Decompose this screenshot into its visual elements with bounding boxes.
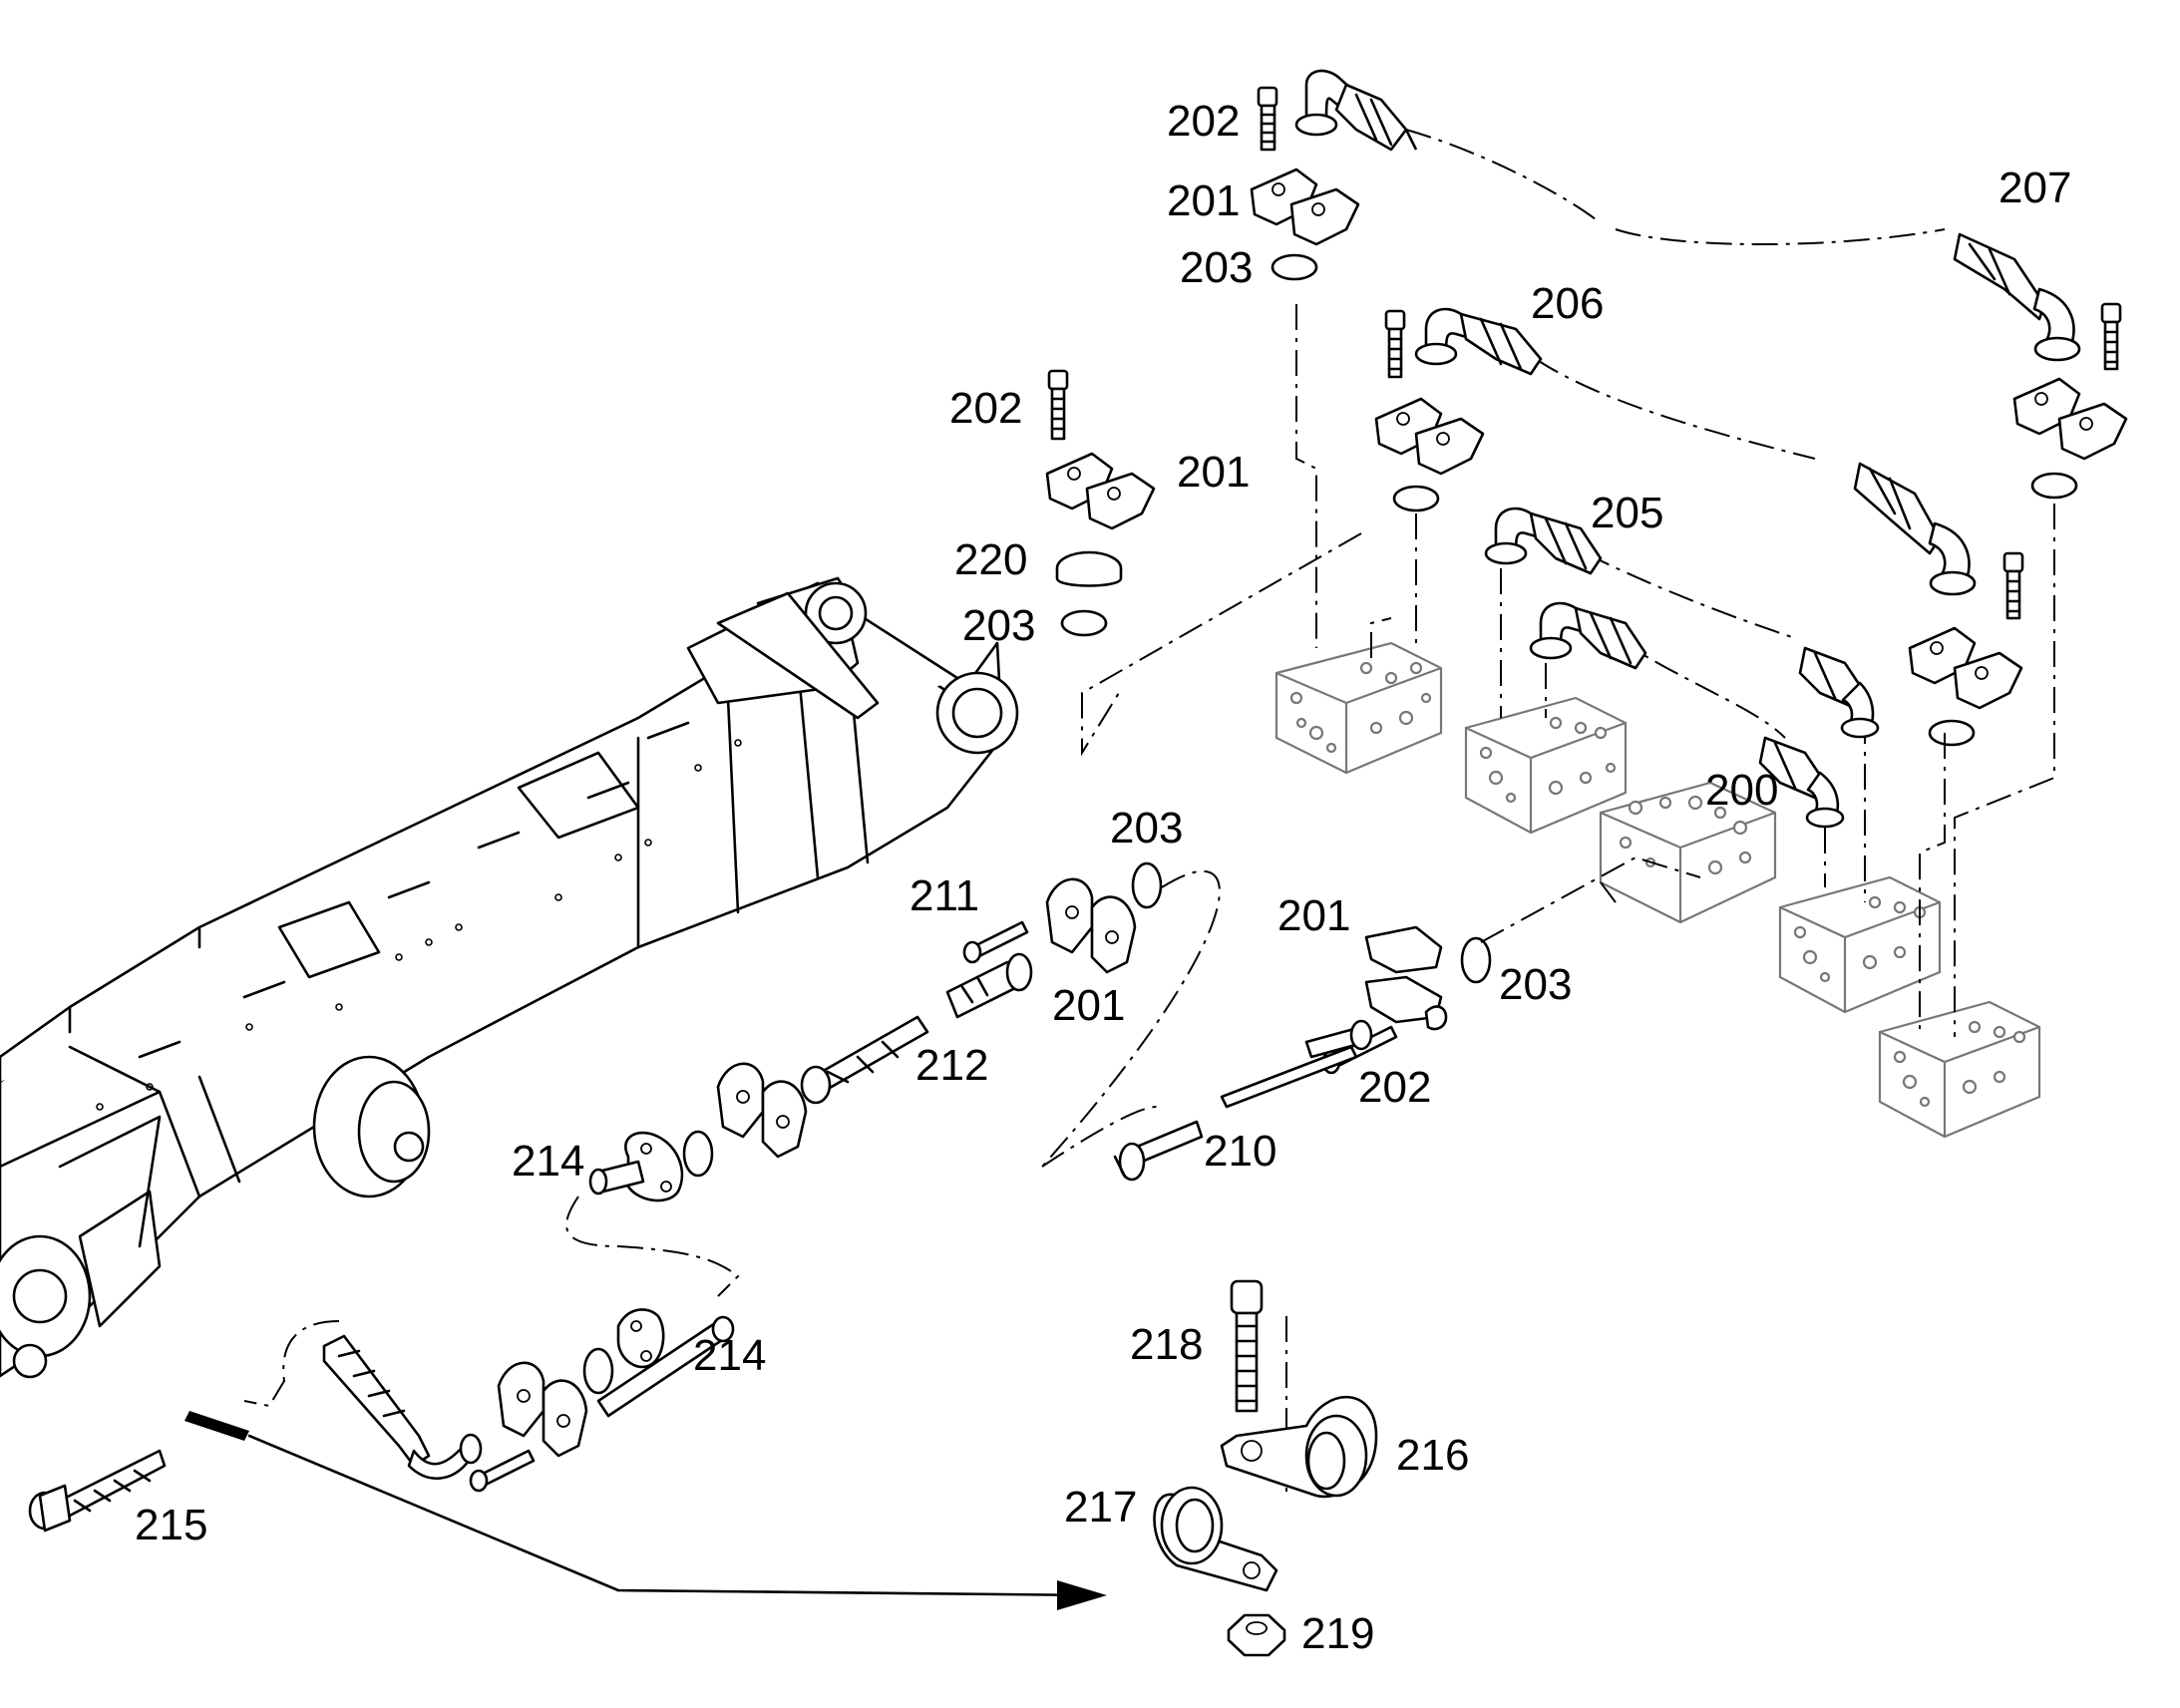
valve-block-4 [1778, 875, 1942, 1014]
oring-207-right [2030, 472, 2078, 500]
label-202-left: 202 [949, 384, 1023, 433]
clamp-216 [1220, 1395, 1378, 1499]
valve-block-2 [1464, 696, 1628, 835]
oring-lower-mid [682, 1130, 714, 1178]
section-mark [184, 1411, 1107, 1610]
bolt-211 [962, 920, 1029, 964]
label-201-top: 201 [1167, 176, 1241, 225]
label-203-top: 203 [1180, 243, 1254, 292]
valve-block-1 [1274, 641, 1443, 775]
valve-block-5 [1878, 1000, 2041, 1139]
clamp-201-mid [1045, 877, 1137, 974]
clamp-201-left [1045, 452, 1156, 530]
label-203-left: 203 [962, 601, 1036, 650]
label-201-mid: 201 [1052, 981, 1126, 1030]
label-201-mid-right: 201 [1277, 891, 1351, 940]
oring-mid-right [1928, 719, 1976, 747]
clamp-lower-mid [716, 1062, 808, 1159]
bolt-207-right [2100, 302, 2122, 371]
label-216: 216 [1396, 1431, 1470, 1480]
label-200: 200 [1705, 766, 1779, 815]
label-214-upper: 214 [512, 1137, 585, 1186]
oring-203-left [1060, 609, 1108, 637]
boom-arm [0, 576, 1019, 1379]
hose-205 [1484, 507, 1880, 739]
hose-215 [28, 1449, 167, 1533]
label-214-lower: 214 [693, 1331, 767, 1380]
label-206: 206 [1531, 279, 1605, 328]
clamp-206 [1374, 397, 1485, 476]
bolt-202-left [1047, 369, 1069, 441]
bolt-206 [1384, 309, 1406, 379]
clamp-mid-right [1908, 626, 2023, 710]
hose-205b [1529, 601, 1647, 670]
bolt-218 [1230, 1279, 1264, 1413]
bolt-mid-right [2002, 551, 2024, 620]
hose-214-lower [596, 1315, 735, 1418]
label-203-right: 203 [1499, 960, 1573, 1009]
bolt-214-lower [469, 1449, 536, 1493]
oring-206 [1392, 485, 1440, 512]
oring-203-mid [1131, 861, 1163, 909]
clamp-217 [1153, 1486, 1278, 1592]
label-217: 217 [1064, 1483, 1138, 1532]
label-205: 205 [1591, 489, 1664, 537]
flange-214-lower [616, 1308, 665, 1369]
plug-220 [1055, 550, 1123, 587]
label-207: 207 [1998, 164, 2072, 212]
label-202-right: 202 [1358, 1063, 1432, 1112]
valve-block-3 [1599, 781, 1777, 924]
clamp-214-lower [497, 1361, 588, 1458]
nut-219 [1227, 1613, 1286, 1657]
clamp-207-right [2012, 377, 2128, 461]
bolt-202-top [1257, 86, 1278, 152]
label-201-left: 201 [1177, 448, 1251, 497]
oring-203-top [1271, 253, 1318, 281]
label-202-top: 202 [1167, 97, 1241, 146]
flange-214-upper [588, 1131, 684, 1202]
hose-200 [1758, 736, 1845, 829]
hose-206 [1414, 307, 1543, 376]
label-218: 218 [1130, 1320, 1204, 1369]
tube-210 [1113, 1019, 1373, 1182]
hose-215-upper [322, 1334, 483, 1481]
label-215: 215 [135, 1501, 208, 1549]
clamp-201-top [1250, 168, 1360, 246]
label-212: 212 [915, 1041, 989, 1090]
clamp-201-right [1364, 925, 1443, 1024]
oring-214-lower [582, 1347, 614, 1395]
label-211: 211 [909, 871, 980, 920]
label-210: 210 [1204, 1127, 1277, 1176]
hose-212 [800, 952, 1033, 1105]
label-220: 220 [954, 535, 1028, 584]
oring-203-right [1460, 936, 1492, 984]
label-203-mid: 203 [1110, 804, 1184, 853]
hose-207-lower [1853, 462, 1977, 596]
hose-207 [1294, 69, 2081, 362]
label-219: 219 [1301, 1609, 1375, 1658]
